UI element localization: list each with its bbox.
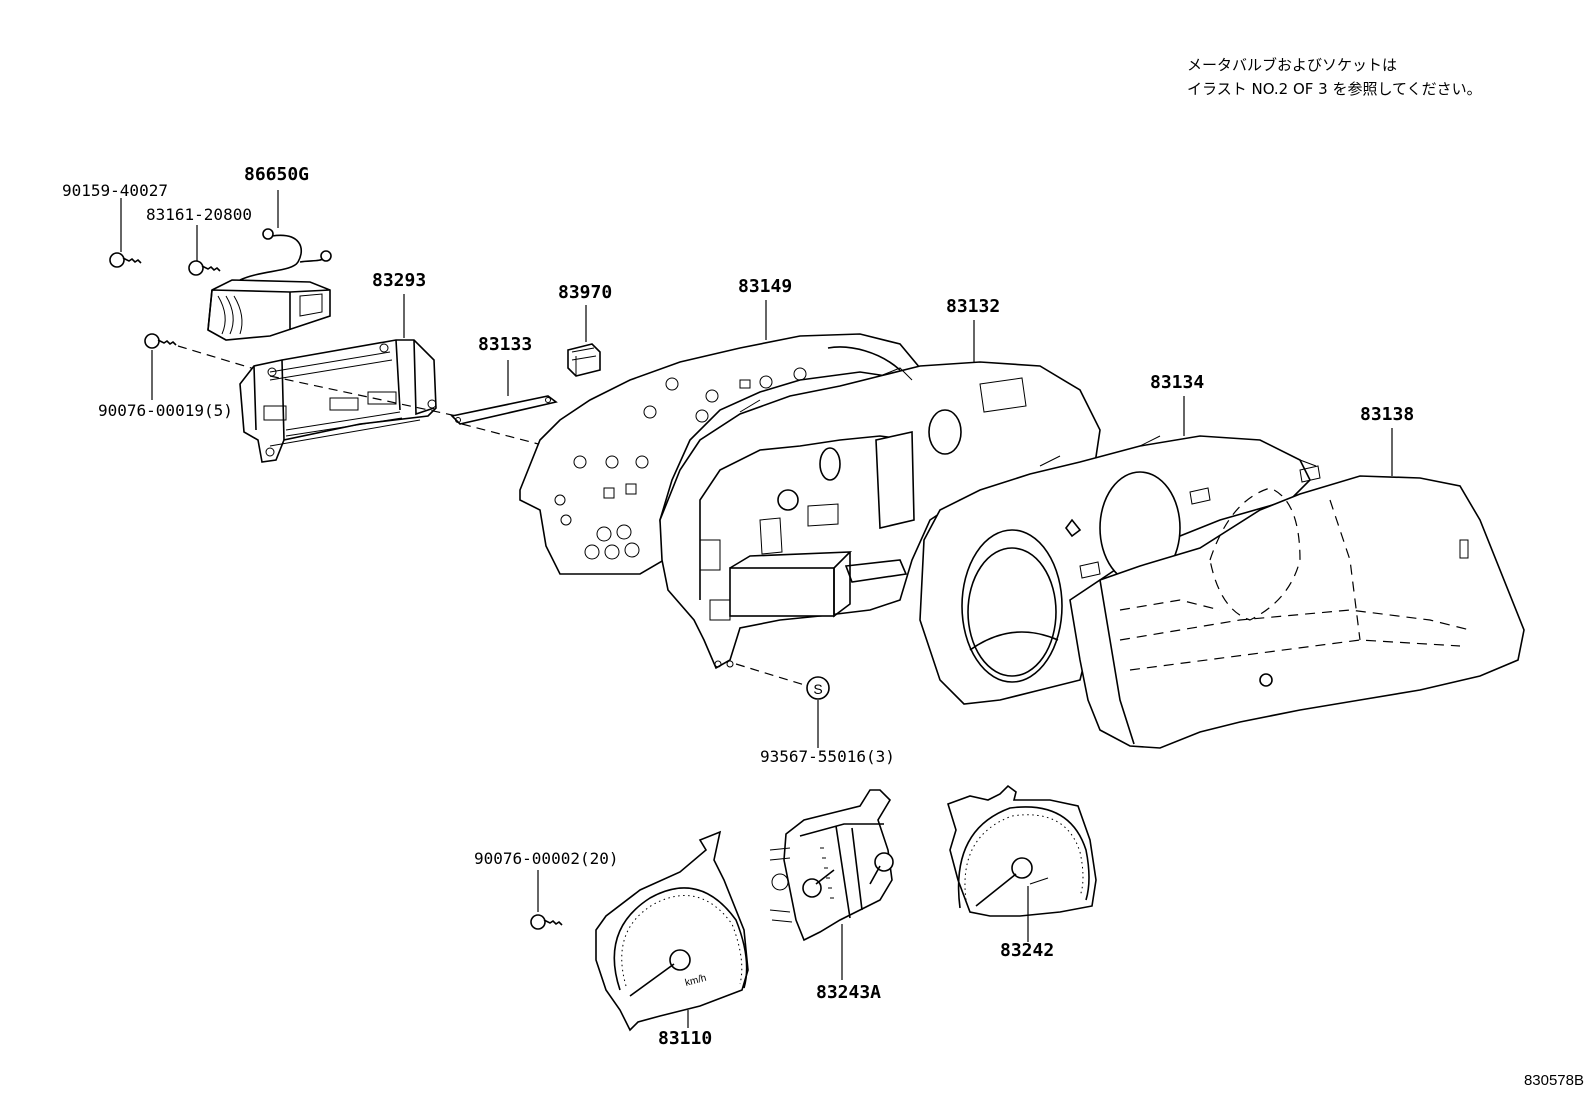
combination-gauge-83243A[interactable]	[769, 789, 894, 980]
screw-83161-20800[interactable]	[188, 225, 221, 276]
label-83242[interactable]: 83242	[1000, 940, 1055, 961]
note-line-1: メータバルブおよびソケットは	[1187, 56, 1398, 74]
clip-93567-55016[interactable]: S	[806, 676, 830, 748]
label-93567-55016[interactable]: 93567-55016(3)	[760, 747, 895, 766]
cover-83138[interactable]	[1069, 428, 1525, 749]
circuit-board-83149[interactable]	[519, 300, 922, 575]
screw-90076-00019[interactable]	[144, 333, 259, 400]
s-symbol-text: S	[813, 681, 822, 697]
plate-83293[interactable]	[239, 294, 467, 463]
screw-90076-00002[interactable]	[530, 870, 563, 930]
label-90159-40027[interactable]: 90159-40027	[62, 181, 168, 200]
buzzer-86650G[interactable]	[207, 190, 332, 341]
label-83149[interactable]: 83149	[738, 276, 793, 297]
label-83293[interactable]: 83293	[372, 270, 427, 291]
label-83970[interactable]: 83970	[558, 282, 613, 303]
label-83138[interactable]: 83138	[1360, 404, 1415, 425]
reference-note: メータバルブおよびソケットは イラスト NO.2 OF 3 を参照してください。	[1187, 53, 1482, 101]
label-86650G[interactable]: 86650G	[244, 164, 310, 185]
dial-plate-83134[interactable]	[919, 396, 1317, 705]
note-line-2: イラスト NO.2 OF 3 を参照してください。	[1187, 80, 1482, 98]
label-90076-00002[interactable]: 90076-00002(20)	[474, 849, 619, 868]
speedometer-83110[interactable]: km/h	[595, 830, 749, 1032]
label-83132[interactable]: 83132	[946, 296, 1001, 317]
tachometer-83242[interactable]	[947, 784, 1097, 942]
socket-83970[interactable]	[567, 305, 601, 377]
screw-90159-40027[interactable]	[109, 198, 142, 268]
label-83133[interactable]: 83133	[478, 334, 533, 355]
case-83132[interactable]	[659, 320, 1101, 687]
s-symbol-icon	[806, 676, 830, 700]
label-90076-00019[interactable]: 90076-00019(5)	[98, 401, 233, 420]
label-83161-20800[interactable]: 83161-20800	[146, 205, 252, 224]
speed-unit-text: km/h	[684, 973, 708, 989]
label-83134[interactable]: 83134	[1150, 372, 1205, 393]
figure-reference: 830578B	[1523, 1072, 1584, 1089]
strip-83133[interactable]	[450, 360, 558, 447]
label-83243A[interactable]: 83243A	[816, 982, 882, 1003]
label-83110[interactable]: 83110	[658, 1028, 713, 1049]
